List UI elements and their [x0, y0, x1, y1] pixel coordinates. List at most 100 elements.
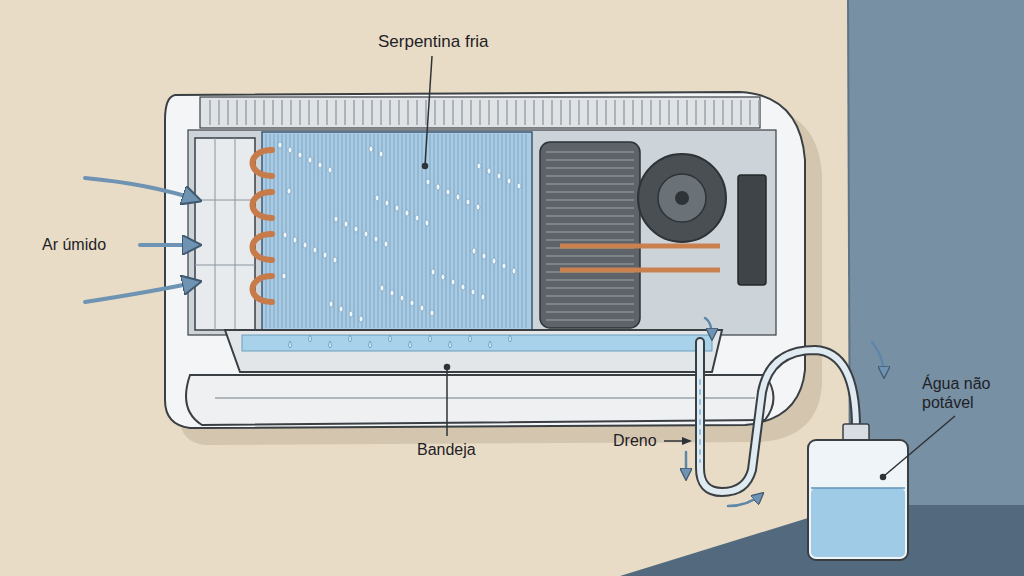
filter-panel: [195, 138, 255, 330]
top-grille: [578, 100, 580, 125]
top-grille: [623, 100, 625, 125]
coil-fins: [350, 134, 351, 328]
top-grille: [389, 100, 391, 125]
coil-fins: [506, 134, 507, 328]
coil-fins: [298, 134, 299, 328]
fan-slats: [546, 167, 634, 169]
top-grille: [722, 100, 724, 125]
leader-lines: [881, 475, 886, 480]
condensation-drops: [430, 310, 434, 316]
fan-slats: [546, 231, 634, 233]
top-grille: [281, 100, 283, 125]
leader-lines: [425, 56, 432, 165]
coil-fins: [374, 134, 375, 328]
condensation-drops: [278, 142, 521, 322]
top-grille: [515, 100, 517, 125]
cold-coil: [253, 132, 533, 330]
falling-drops: [289, 341, 292, 348]
coil-fins: [390, 134, 391, 328]
coil-fins: [330, 134, 331, 328]
fan-slats: [546, 159, 634, 161]
fan-slats: [546, 311, 634, 313]
airflow-label: Ar úmido: [42, 235, 106, 254]
coil-fins: [386, 134, 387, 328]
coil-fins: [362, 134, 363, 328]
condensation-drops: [288, 147, 292, 153]
blower-fan: [638, 154, 726, 242]
condensation-drops: [487, 168, 491, 174]
blower-fan: [540, 142, 766, 328]
condensation-drops: [481, 294, 485, 300]
leader-lines: [423, 164, 428, 169]
fan-slats: [546, 191, 634, 193]
condensation-drops: [318, 162, 322, 168]
coil-fins: [438, 134, 439, 328]
condensation-drops: [502, 263, 506, 269]
top-grille: [479, 100, 481, 125]
condensation-drops: [303, 242, 307, 248]
fan-slats: [546, 175, 634, 177]
top-grille: [758, 100, 760, 125]
unit-housing: [200, 97, 760, 128]
fan-slats: [546, 183, 634, 185]
top-grille: [650, 100, 652, 125]
condensation-drops: [364, 231, 368, 237]
condensation-drops: [451, 279, 455, 285]
top-grille: [416, 100, 418, 125]
condensation-drops: [374, 236, 378, 242]
condensation-drops: [507, 178, 511, 184]
fan-slats: [546, 215, 634, 217]
top-grille: [452, 100, 454, 125]
fan-slats: [546, 303, 634, 305]
water-container: [808, 424, 908, 560]
top-grille: [632, 100, 634, 125]
condensation-drops: [466, 199, 470, 205]
coil-fins: [378, 134, 379, 328]
falling-drops: [429, 335, 432, 342]
condensation-drops: [380, 285, 384, 291]
top-grille: [677, 100, 679, 125]
top-grille: [551, 100, 553, 125]
fan-slats: [546, 223, 634, 225]
drain-hose: [699, 380, 701, 462]
falling-drops: [509, 335, 512, 342]
falling-drops: [349, 335, 352, 342]
condensation-drops: [461, 284, 465, 290]
top-grille: [326, 100, 328, 125]
fan-slats: [546, 279, 634, 281]
flow-arrows: [705, 318, 712, 338]
top-grille: [407, 100, 409, 125]
falling-drops: [289, 335, 512, 348]
drip-tray: [225, 330, 722, 372]
filter-panel: [235, 138, 236, 330]
condensation-drops: [400, 295, 404, 301]
coil-fins: [470, 134, 471, 328]
water-container: [811, 487, 905, 489]
top-grille: [272, 100, 274, 125]
filter-panel: [195, 138, 255, 330]
filter-panel: [215, 138, 216, 330]
filter-panel: [195, 200, 255, 201]
condensation-drops: [375, 195, 379, 201]
coil-fins: [418, 134, 419, 328]
top-grille: [686, 100, 688, 125]
top-grille: [210, 100, 759, 125]
condensation-drops: [390, 290, 394, 296]
part-label: Dreno: [613, 431, 657, 450]
condensation-drops: [517, 183, 521, 189]
coil-fins: [294, 134, 295, 328]
coil-fins: [394, 134, 395, 328]
condensation-drops: [385, 200, 389, 206]
coil-fins: [290, 134, 291, 328]
copper-bends: [253, 150, 273, 176]
condensation-drops: [405, 210, 409, 216]
top-grille: [461, 100, 463, 125]
condensation-drops: [287, 188, 291, 194]
blower-fan: [658, 174, 706, 222]
condensation-drops: [349, 311, 353, 317]
fan-slats: [546, 152, 634, 320]
top-grille: [245, 100, 247, 125]
coil-fins: [370, 134, 371, 328]
top-grille: [524, 100, 526, 125]
leader-lines: [445, 365, 450, 370]
